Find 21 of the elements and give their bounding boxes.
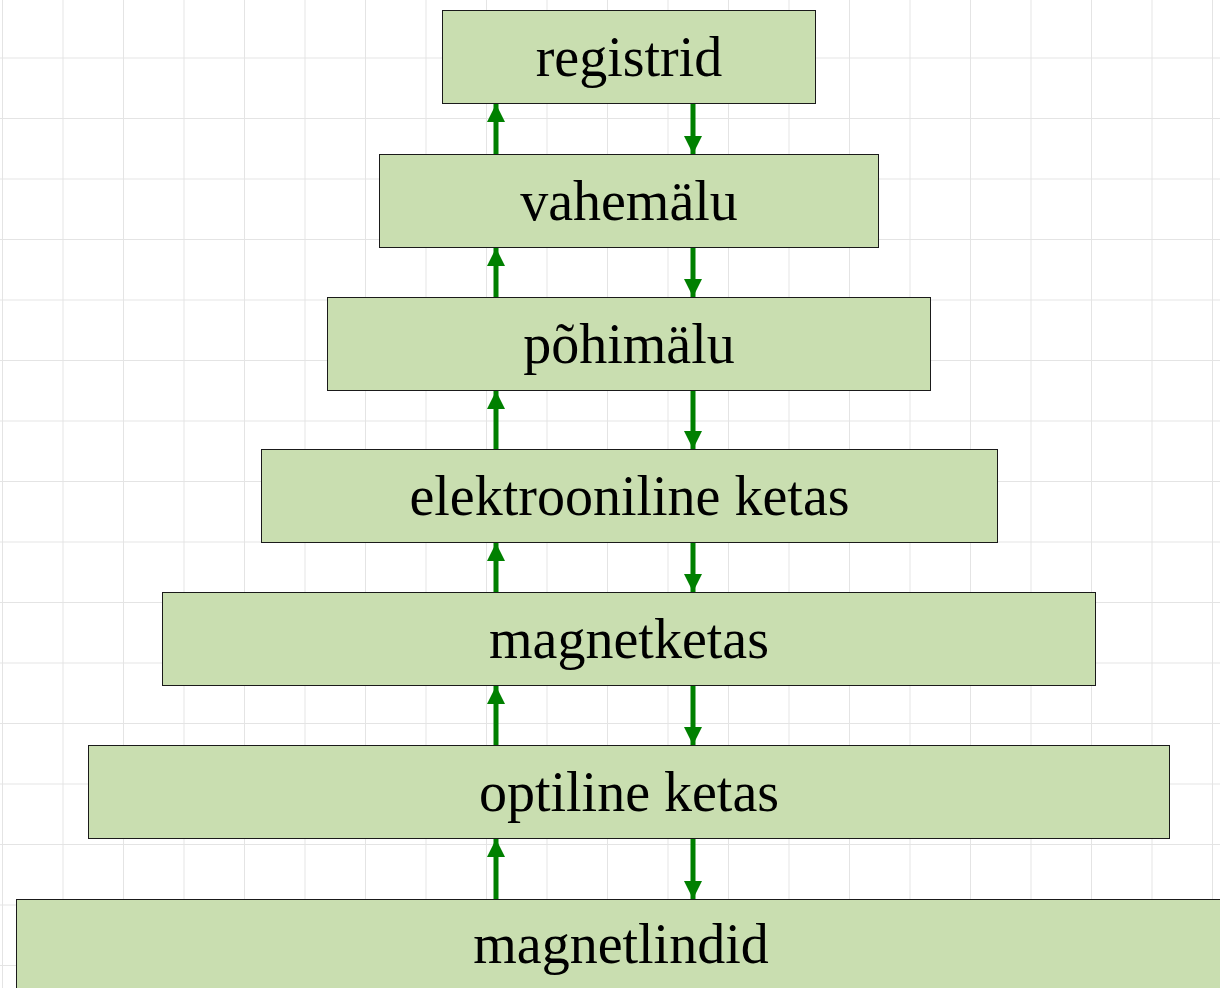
arrow [487, 839, 505, 899]
level-box [442, 10, 816, 104]
arrow [684, 104, 702, 154]
level-box [162, 592, 1096, 686]
arrow [684, 686, 702, 745]
arrow [487, 391, 505, 449]
arrow [487, 543, 505, 592]
level-box [16, 899, 1220, 988]
arrow [684, 839, 702, 899]
level-box [327, 297, 931, 391]
level-box [261, 449, 998, 543]
arrow [684, 543, 702, 592]
arrow [487, 104, 505, 154]
arrow [684, 391, 702, 449]
arrow [487, 686, 505, 745]
level-box [379, 154, 879, 248]
level-label: elektrooniline ketas [409, 468, 850, 524]
arrow [684, 248, 702, 297]
level-label: vahemälu [520, 173, 738, 229]
arrow [487, 248, 505, 297]
level-box [88, 745, 1170, 839]
